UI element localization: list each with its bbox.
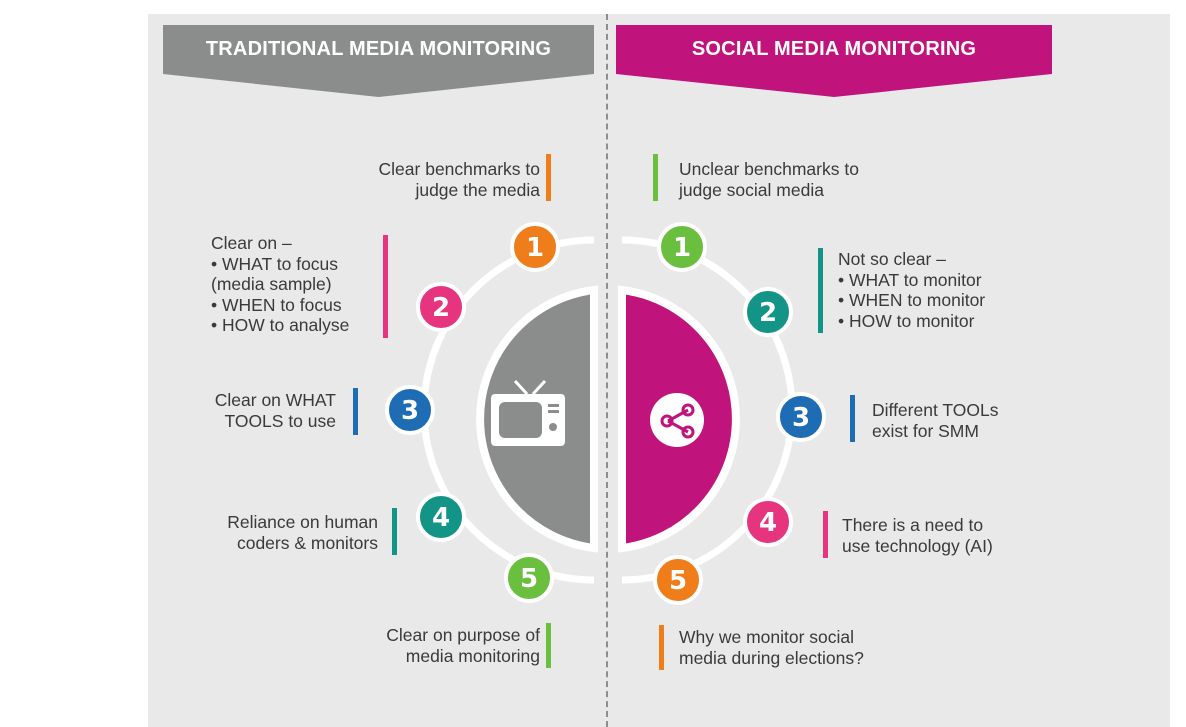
- traditional-title: TRADITIONAL MEDIA MONITORING: [205, 37, 552, 60]
- right-item-2-bar: [818, 248, 823, 333]
- right-item-3-text: Different TOOLs exist for SMM: [872, 400, 999, 441]
- right-number-5-circle: 5: [653, 555, 703, 605]
- right-number-3-circle: 3: [776, 392, 826, 442]
- center-divider: [606, 14, 608, 727]
- right-number-1-circle: 1: [657, 222, 707, 272]
- left-item-4-text: Reliance on human coders & monitors: [227, 512, 378, 553]
- right-item-5-bar: [659, 625, 664, 670]
- left-item-2-text: Clear on – • WHAT to focus (media sample…: [211, 233, 350, 335]
- left-item-5-text: Clear on purpose of media monitoring: [386, 625, 540, 666]
- tv-icon: [491, 379, 565, 446]
- left-item-3-bar: [353, 388, 358, 435]
- right-item-3-bar: [850, 395, 855, 442]
- right-number-2-circle: 2: [743, 287, 793, 337]
- right-number-3-label: 3: [792, 403, 810, 433]
- right-number-4-label: 4: [759, 508, 777, 538]
- left-number-4-label: 4: [432, 503, 450, 533]
- left-number-3-circle: 3: [385, 385, 435, 435]
- right-item-1-text: Unclear benchmarks to judge social media: [679, 159, 859, 200]
- right-item-4-text: There is a need to use technology (AI): [842, 515, 993, 556]
- left-number-4-circle: 4: [416, 492, 466, 542]
- right-item-2-text: Not so clear – • WHAT to monitor • WHEN …: [838, 249, 986, 331]
- right-item-4-bar: [823, 511, 828, 558]
- right-number-2-label: 2: [759, 298, 777, 328]
- share-icon: [650, 393, 704, 447]
- left-item-1-text: Clear benchmarks to judge the media: [378, 159, 540, 200]
- left-number-2-label: 2: [432, 293, 450, 323]
- left-item-2-bar: [383, 235, 388, 338]
- left-item-4-bar: [392, 508, 397, 555]
- left-item-1-bar: [546, 154, 551, 201]
- left-number-1-label: 1: [526, 233, 544, 263]
- left-number-5-label: 5: [520, 564, 538, 594]
- right-number-5-label: 5: [669, 566, 687, 596]
- left-item-5-bar: [546, 623, 551, 668]
- social-title: SOCIAL MEDIA MONITORING: [691, 37, 977, 60]
- right-number-1-label: 1: [673, 233, 691, 263]
- left-number-2-circle: 2: [416, 282, 466, 332]
- left-item-3-text: Clear on WHAT TOOLS to use: [214, 390, 336, 431]
- right-number-4-circle: 4: [743, 497, 793, 547]
- left-number-1-circle: 1: [510, 222, 560, 272]
- right-item-1-bar: [653, 154, 658, 201]
- left-number-3-label: 3: [401, 396, 419, 426]
- right-item-5-text: Why we monitor social media during elect…: [679, 627, 864, 668]
- left-number-5-circle: 5: [504, 553, 554, 603]
